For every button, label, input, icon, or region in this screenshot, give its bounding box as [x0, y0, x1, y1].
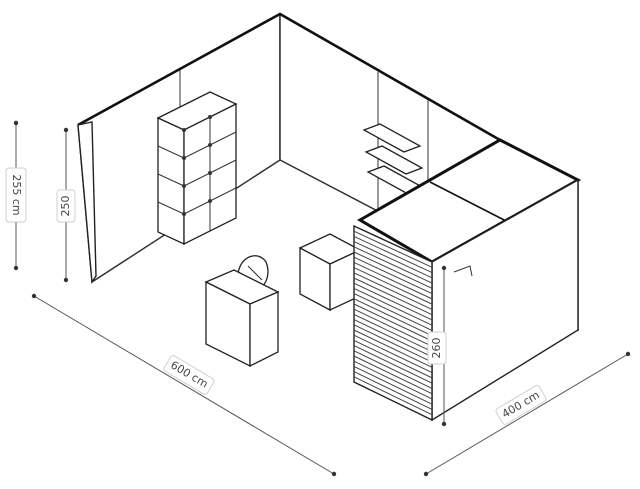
screen-slat — [353, 256, 433, 295]
slatted-screen — [353, 224, 433, 422]
counter — [204, 269, 280, 368]
screen-slat — [353, 287, 433, 326]
dim-height-screen: 260 — [427, 265, 447, 427]
storage-room — [357, 138, 582, 422]
screen-slat — [353, 355, 433, 395]
screen-slat — [353, 350, 433, 389]
screen-slat — [353, 230, 433, 268]
left-wall-end-panel — [77, 121, 97, 285]
screen-slat — [353, 235, 433, 273]
wall-shelves — [362, 123, 426, 195]
dim-height-wall: 255 cm — [5, 120, 27, 271]
screen-slat — [353, 313, 433, 352]
screen-slat — [353, 277, 433, 316]
cube-seat — [298, 233, 362, 312]
screen-slat — [353, 293, 433, 331]
screen-slat — [353, 251, 433, 289]
label-height-wall: 255 cm — [10, 174, 23, 215]
screen-slat — [353, 339, 433, 379]
screen-slat — [353, 324, 433, 363]
screen-slat — [353, 376, 433, 416]
dim-height-panel: 250 — [56, 127, 76, 283]
screen-slat — [353, 319, 433, 358]
screen-slat — [353, 334, 433, 374]
screen-slat — [353, 371, 433, 410]
screen-slat — [353, 308, 433, 347]
label-height-screen: 260 — [430, 338, 443, 359]
screen-slat — [353, 360, 433, 400]
screen-slat — [353, 282, 433, 321]
screen-slat — [353, 246, 433, 284]
wall-top-rail — [77, 12, 501, 142]
screen-slat — [353, 298, 433, 337]
label-height-panel: 250 — [59, 196, 72, 217]
screen-slat — [353, 241, 433, 279]
cube-shelving — [156, 91, 238, 246]
screen-slat — [353, 329, 433, 368]
screen-slat — [353, 365, 433, 405]
screen-slat — [353, 272, 433, 310]
dim-length: 600 cm — [31, 293, 337, 477]
screen-slat — [353, 303, 433, 342]
screen-slat — [353, 261, 433, 300]
screen-slat — [353, 267, 433, 305]
screen-slat — [353, 345, 433, 384]
